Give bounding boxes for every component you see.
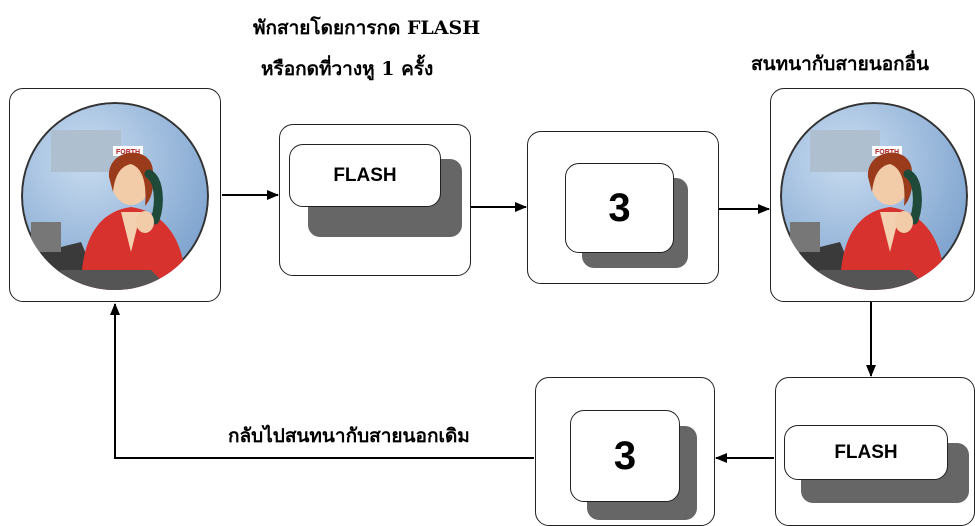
caption-talk-other-line: สนทนากับสายนอกอื่น — [751, 53, 930, 75]
box-digit-3-top: 3 — [527, 131, 719, 284]
flash-key-top: FLASH — [289, 144, 441, 207]
box-flash-bottom: FLASH — [775, 377, 975, 526]
operator-portrait-left: FORTH — [21, 102, 209, 290]
box-caller-right: FORTH — [770, 88, 975, 302]
operator-illustration: FORTH — [780, 102, 968, 290]
arrow-return-to-first-portrait — [110, 303, 534, 459]
digit-3-key-bottom: 3 — [570, 410, 680, 502]
flash-key-bottom: FLASH — [784, 425, 948, 480]
caption-hold-line1: พักสายโดยการกด FLASH — [253, 17, 481, 39]
digit-3-key-top: 3 — [565, 163, 674, 253]
portrait-logo-text: FORTH — [875, 149, 899, 156]
caption-return-original-line: กลับไปสนทนากับสายนอกเดิม — [228, 425, 470, 447]
portrait-logo-text: FORTH — [116, 149, 140, 156]
operator-portrait-right: FORTH — [780, 102, 968, 290]
box-digit-3-bottom: 3 — [535, 377, 715, 526]
operator-illustration: FORTH — [21, 102, 209, 290]
box-flash-top: FLASH — [279, 124, 471, 276]
caption-hold-line2: หรือกดที่วางหู 1 ครั้ง — [261, 58, 434, 80]
box-caller-left: FORTH — [9, 88, 221, 302]
